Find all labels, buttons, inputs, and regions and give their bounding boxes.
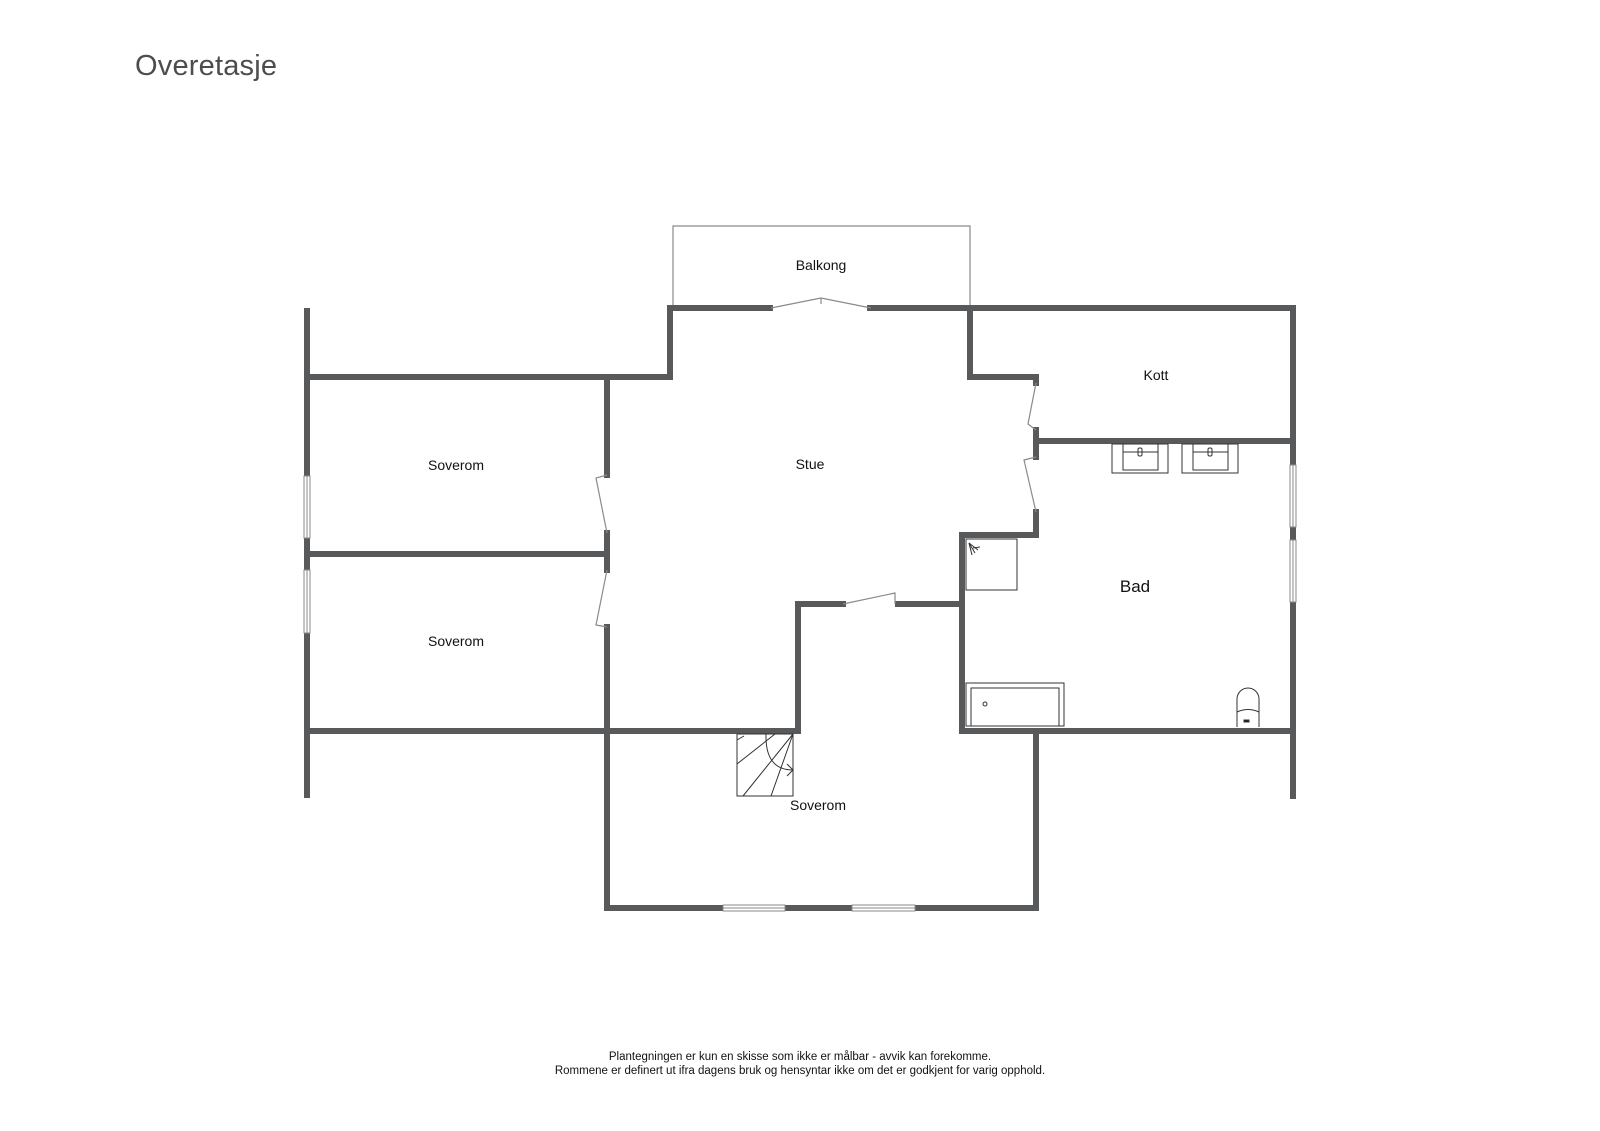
shower (965, 538, 1018, 591)
room-label-soverom-2: Soverom (427, 633, 485, 649)
room-label-stue: Stue (795, 456, 825, 472)
room-label-soverom-3: Soverom (789, 797, 847, 813)
toilet (1236, 687, 1260, 727)
room-label-bad: Bad (1119, 577, 1151, 596)
floor-title: Overetasje (135, 50, 278, 82)
doors (595, 297, 1037, 628)
room-label-soverom-1: Soverom (427, 457, 485, 473)
stairs (736, 733, 794, 797)
bathtub (965, 682, 1065, 727)
room-label-kott: Kott (1143, 367, 1169, 383)
disclaimer-line-1: Plantegningen er kun en skisse som ikke … (608, 1051, 992, 1063)
walls (304, 305, 1296, 911)
disclaimer: Plantegningen er kun en skisse som ikke … (0, 1050, 1600, 1078)
sinks (1111, 443, 1239, 474)
balcony-outline (672, 225, 971, 306)
room-label-balkong: Balkong (795, 257, 847, 273)
windows (303, 464, 1297, 912)
disclaimer-line-2: Rommene er definert ut ifra dagens bruk … (554, 1065, 1046, 1077)
